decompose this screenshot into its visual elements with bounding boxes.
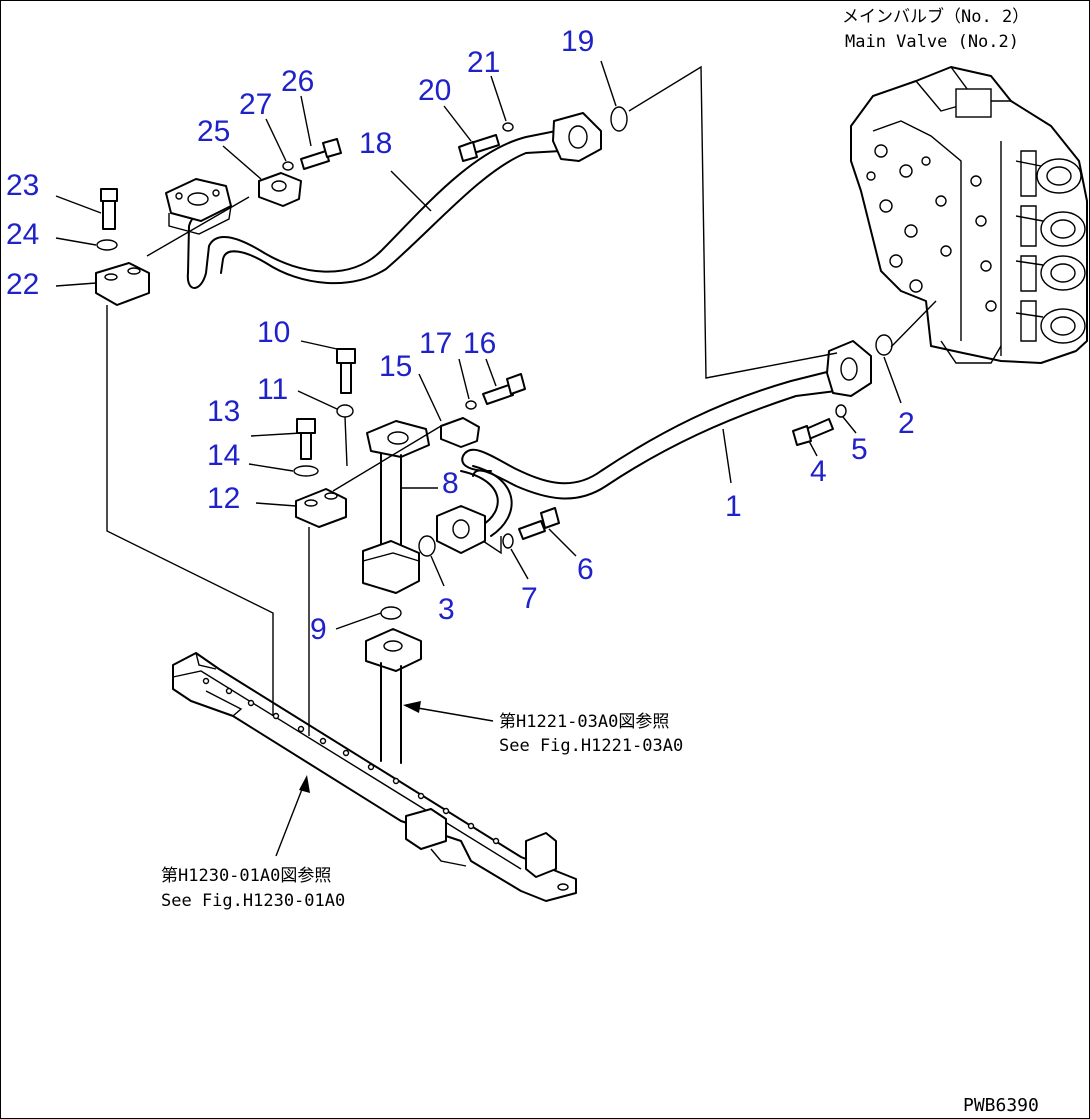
washer-21 — [502, 122, 514, 132]
washer-5 — [835, 404, 847, 418]
block-22 — [95, 262, 150, 306]
bolt-10 — [336, 348, 356, 394]
callout-5[interactable]: 5 — [851, 433, 868, 466]
callout-21[interactable]: 21 — [467, 46, 500, 79]
frame-pipe — [365, 628, 422, 764]
bolt-20 — [458, 134, 500, 162]
bolt-4 — [792, 418, 834, 446]
washer-11 — [336, 404, 354, 418]
callout-15[interactable]: 15 — [379, 350, 412, 383]
ref-fig2-en: See Fig.H1230-01A0 — [161, 891, 345, 911]
frame-beam — [172, 652, 577, 902]
pipe-8 — [362, 420, 513, 594]
washer-24 — [96, 239, 118, 251]
callout-8[interactable]: 8 — [442, 467, 459, 500]
o-ring-3 — [418, 535, 436, 557]
ref-fig1-jp: 第H1221-03A0図参照 — [499, 712, 669, 732]
callout-9[interactable]: 9 — [310, 613, 327, 646]
o-ring-9 — [380, 606, 402, 620]
washer-27 — [282, 161, 294, 171]
callout-12[interactable]: 12 — [207, 482, 240, 515]
ref-fig1-en: See Fig.H1221-03A0 — [499, 736, 683, 756]
pipe-18 — [165, 112, 602, 289]
callout-18[interactable]: 18 — [359, 127, 392, 160]
callout-6[interactable]: 6 — [577, 553, 594, 586]
bolt-26 — [300, 138, 342, 170]
callout-23[interactable]: 23 — [6, 169, 39, 202]
callout-25[interactable]: 25 — [197, 115, 230, 148]
bolt-13 — [296, 418, 316, 460]
callout-26[interactable]: 26 — [281, 65, 314, 98]
callout-19[interactable]: 19 — [561, 25, 594, 58]
block-12 — [295, 488, 347, 528]
washer-7 — [502, 533, 514, 549]
reference-arrows — [275, 701, 494, 857]
drawing-code: PWB6390 — [963, 1095, 1039, 1116]
main-valve-label-en: Main Valve (No.2) — [845, 32, 1019, 52]
callout-22[interactable]: 22 — [6, 268, 39, 301]
callout-24[interactable]: 24 — [6, 218, 39, 251]
callout-14[interactable]: 14 — [207, 439, 240, 472]
callout-2[interactable]: 2 — [898, 407, 915, 440]
callout-10[interactable]: 10 — [257, 316, 290, 349]
callout-13[interactable]: 13 — [207, 395, 240, 428]
callout-1[interactable]: 1 — [725, 490, 742, 523]
ref-fig2-jp: 第H1230-01A0図参照 — [161, 866, 331, 886]
o-ring-19 — [610, 106, 628, 132]
callout-20[interactable]: 20 — [418, 74, 451, 107]
main-valve-label-jp: メインバルブ（No. 2） — [842, 6, 1029, 27]
callout-11[interactable]: 11 — [257, 373, 288, 406]
o-ring-2 — [875, 334, 893, 356]
main-valve — [850, 66, 1088, 364]
callout-7[interactable]: 7 — [521, 582, 538, 615]
callout-16[interactable]: 16 — [463, 327, 496, 360]
washer-14 — [293, 465, 319, 477]
washer-17 — [465, 400, 477, 410]
callout-4[interactable]: 4 — [810, 455, 827, 488]
leader-lines — [55, 60, 937, 736]
bolt-23 — [100, 188, 118, 230]
callout-27[interactable]: 27 — [239, 88, 272, 121]
bolt-6 — [518, 507, 560, 540]
clamp-15 — [440, 417, 480, 448]
callout-17[interactable]: 17 — [419, 327, 452, 360]
callout-3[interactable]: 3 — [438, 593, 455, 626]
bolt-16 — [482, 373, 526, 405]
